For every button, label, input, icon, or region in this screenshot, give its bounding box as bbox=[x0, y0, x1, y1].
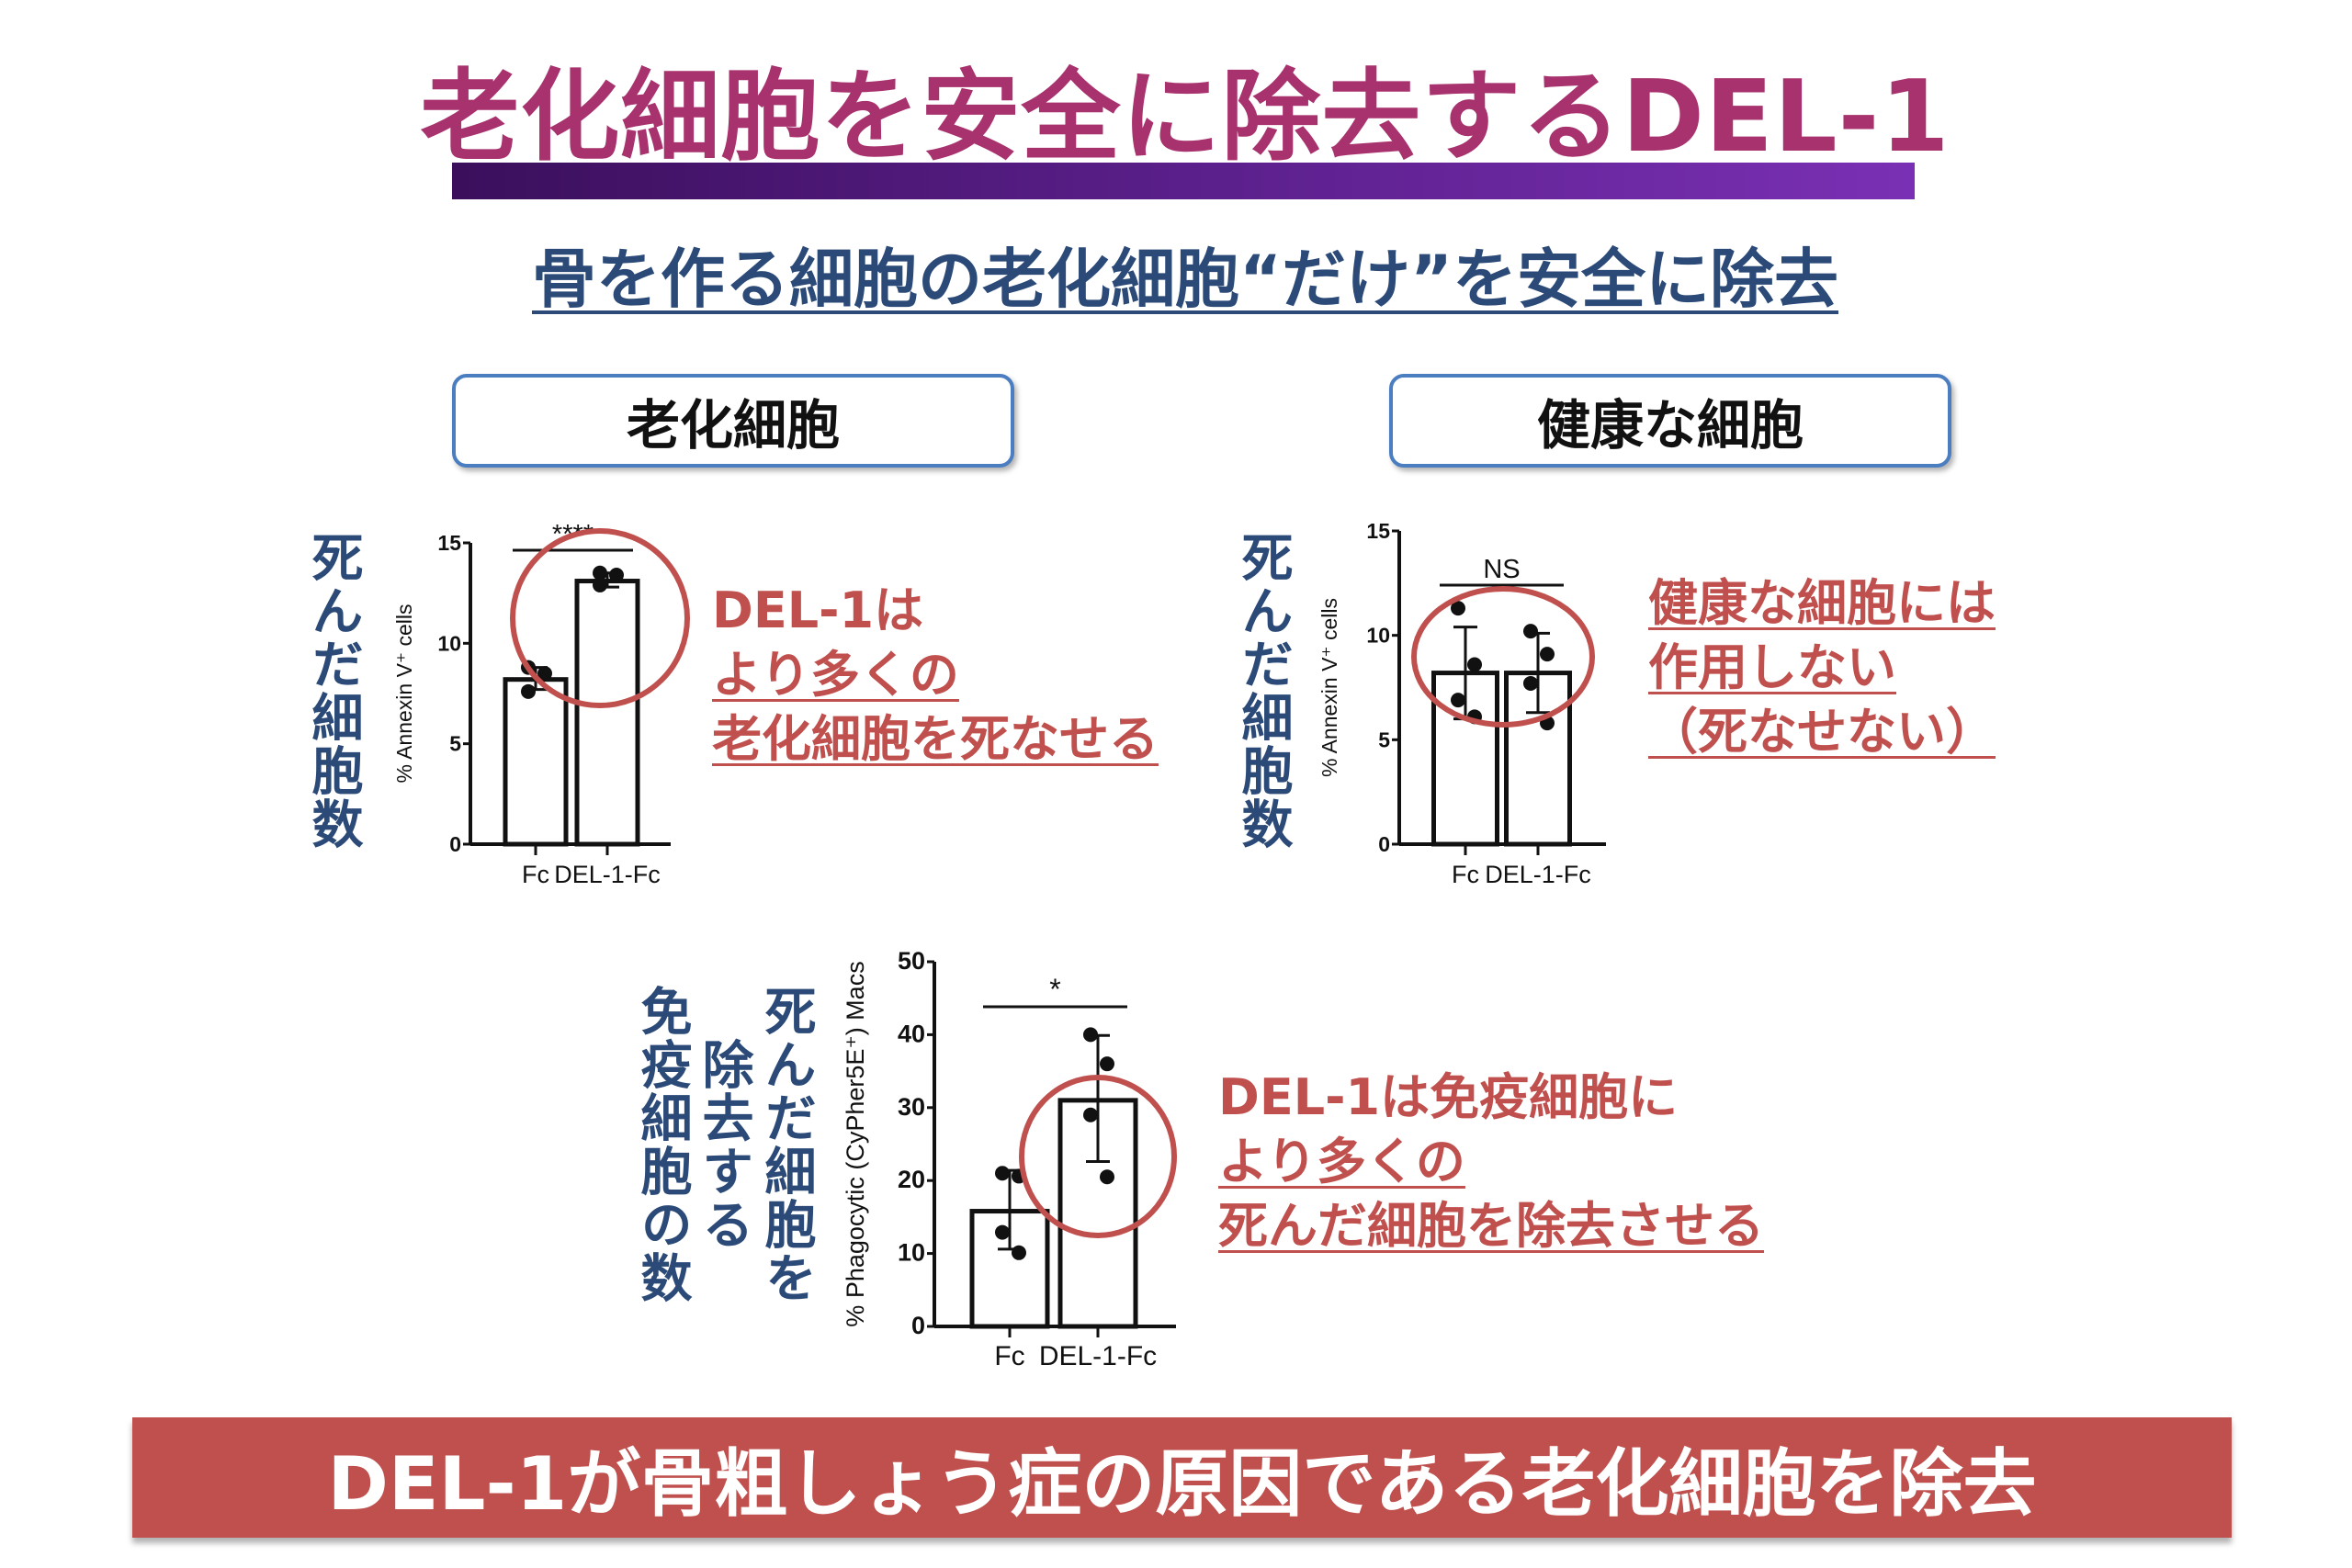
significance-label: * bbox=[1049, 973, 1060, 1006]
bar-fc bbox=[503, 677, 569, 847]
y-tick-label: 50 bbox=[898, 947, 925, 975]
note-line: DEL-1は bbox=[712, 581, 924, 639]
senescent-cells-panel-label: 老化細胞 bbox=[452, 374, 1014, 468]
remove-label: 除去する bbox=[694, 1038, 753, 1251]
healthy-cells-panel-label: 健康な細胞 bbox=[1389, 374, 1951, 468]
data-point bbox=[593, 565, 607, 581]
data-point bbox=[537, 666, 552, 682]
bar-fc bbox=[969, 1209, 1050, 1329]
data-point bbox=[521, 660, 536, 675]
data-point bbox=[1523, 624, 1538, 639]
y-tick-label: 10 bbox=[1366, 624, 1390, 648]
data-point bbox=[1540, 716, 1555, 731]
y-tick-label: 5 bbox=[449, 732, 461, 756]
x-category-label: DEL-1-Fc bbox=[1485, 861, 1591, 888]
x-category-label: Fc bbox=[994, 1341, 1024, 1371]
y-tick-label: 20 bbox=[898, 1166, 925, 1193]
note-line: （死なせない） bbox=[1648, 703, 1996, 761]
y-axis-label: % Phagocytic (CyPher5E⁺) Macs bbox=[842, 961, 869, 1326]
data-point bbox=[995, 1166, 1010, 1181]
significance-label: **** bbox=[552, 520, 594, 549]
note-line: DEL-1は免疫細胞に bbox=[1218, 1068, 1679, 1126]
x-category-label: DEL-1-Fc bbox=[1039, 1341, 1157, 1371]
significance-label: NS bbox=[1483, 555, 1520, 584]
data-point bbox=[1523, 675, 1538, 691]
y-axis-label: % Annexin V⁺ cells bbox=[392, 604, 416, 784]
highlight-circle bbox=[1019, 1075, 1177, 1238]
data-point bbox=[521, 683, 536, 699]
immune-note: DEL-1は免疫細胞に より多くの 死んだ細胞を除去させる bbox=[1218, 1066, 1764, 1258]
immune-cell-count-label: 免疫細胞の数 bbox=[632, 985, 692, 1304]
y-tick-label: 5 bbox=[1378, 728, 1390, 751]
data-point bbox=[609, 567, 624, 582]
y-tick-label: 15 bbox=[1366, 519, 1390, 543]
note-line: 作用しない bbox=[1648, 638, 1896, 696]
data-point bbox=[593, 577, 607, 592]
dead-cell-count-label-2: 死んだ細胞数 bbox=[1233, 531, 1293, 851]
y-tick-label: 0 bbox=[449, 832, 461, 856]
data-point bbox=[1012, 1168, 1026, 1184]
subtitle-text: 骨を作る細胞の老化細胞“だけ”を安全に除去 bbox=[531, 242, 1838, 317]
note-line: 死んだ細胞を除去させる bbox=[1218, 1197, 1764, 1255]
note-line: 健康な細胞には bbox=[1648, 574, 1996, 632]
y-axis-label: % Annexin V⁺ cells bbox=[1317, 598, 1341, 777]
note-line: より多くの bbox=[1218, 1133, 1465, 1190]
senescent-note: DEL-1は より多くの 老化細胞を死なせる bbox=[712, 579, 1159, 772]
data-point bbox=[1083, 1027, 1098, 1043]
data-point bbox=[1100, 1169, 1114, 1185]
x-category-label: Fc bbox=[522, 861, 549, 888]
slide-subtitle: 骨を作る細胞の老化細胞“だけ”を安全に除去 bbox=[459, 228, 1911, 321]
data-point bbox=[1100, 1056, 1114, 1072]
data-point bbox=[1540, 647, 1555, 662]
dead-cell-count-label-1: 死んだ細胞数 bbox=[303, 531, 363, 851]
y-tick-label: 10 bbox=[898, 1239, 925, 1267]
x-category-label: Fc bbox=[1452, 861, 1479, 888]
bar-del-1-fc bbox=[1504, 671, 1572, 847]
data-point bbox=[1083, 1107, 1098, 1122]
dead-cells-object-label: 死んだ細胞を bbox=[756, 985, 816, 1304]
y-tick-label: 15 bbox=[437, 531, 461, 555]
y-tick-label: 0 bbox=[1378, 832, 1390, 856]
y-tick-label: 40 bbox=[898, 1020, 925, 1047]
data-point bbox=[1451, 601, 1465, 616]
x-category-label: DEL-1-Fc bbox=[554, 861, 661, 888]
y-tick-label: 30 bbox=[898, 1093, 925, 1121]
slide-title: 老化細胞を安全に除去するDEL-1 bbox=[420, 60, 1951, 175]
data-point bbox=[1467, 709, 1482, 725]
y-tick-label: 10 bbox=[437, 631, 461, 655]
data-point bbox=[1467, 657, 1482, 672]
bar-fc bbox=[1431, 671, 1499, 847]
note-line: より多くの bbox=[712, 646, 959, 704]
bar-del-1-fc bbox=[1057, 1098, 1138, 1329]
y-tick-label: 0 bbox=[911, 1312, 925, 1339]
data-point bbox=[1012, 1245, 1026, 1260]
data-point bbox=[1451, 693, 1465, 708]
data-point bbox=[995, 1224, 1010, 1240]
note-line: 老化細胞を死なせる bbox=[712, 710, 1159, 768]
highlight-circle bbox=[1411, 586, 1595, 728]
healthy-note: 健康な細胞には 作用しない （死なせない） bbox=[1648, 571, 1996, 764]
title-divider-bar bbox=[452, 163, 1915, 199]
bar-del-1-fc bbox=[574, 579, 640, 847]
conclusion-banner: DEL-1が骨粗しょう症の原因である老化細胞を除去 bbox=[132, 1417, 2232, 1538]
highlight-circle bbox=[510, 528, 690, 708]
bar-chart-3: 0 10 20 30 40 50 % Phagocytic (CyPher5E⁺) Macs… bbox=[842, 947, 1177, 1371]
